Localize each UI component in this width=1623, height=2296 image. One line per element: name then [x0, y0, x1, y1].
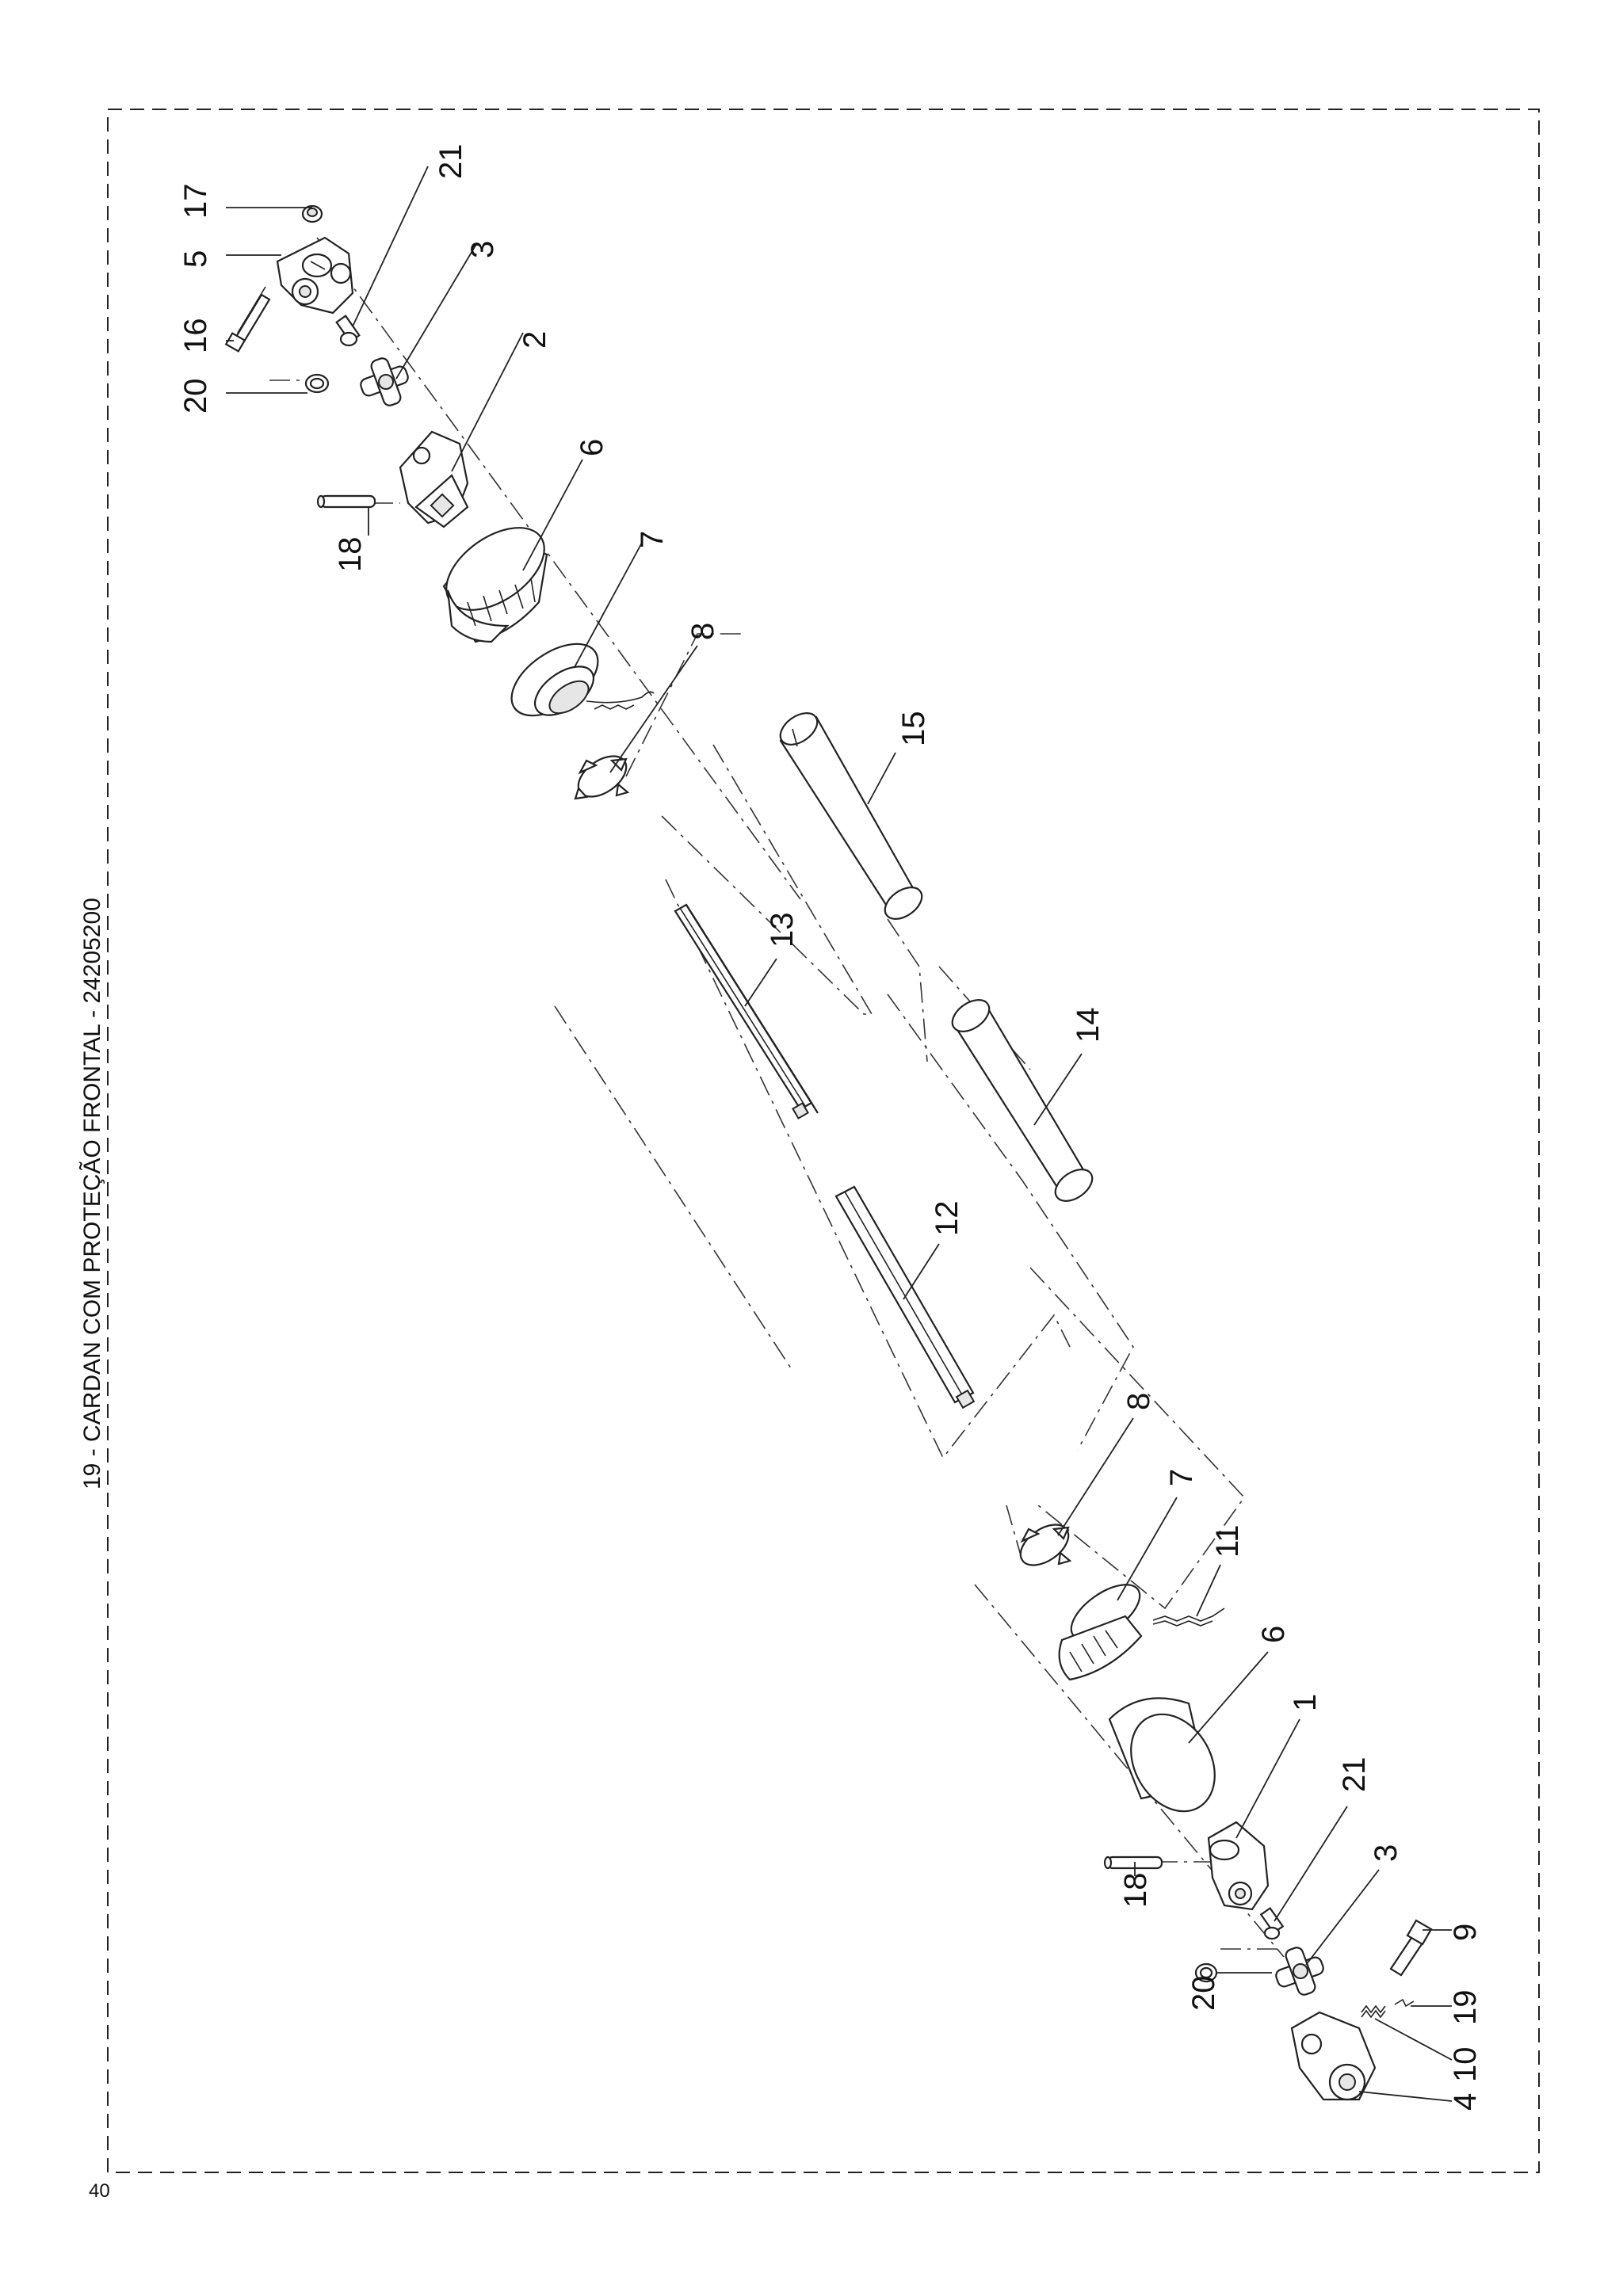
callout-5-top: 5 [178, 250, 213, 268]
profile-tube-12 [834, 1185, 976, 1409]
callout-4: 4 [1448, 2093, 1483, 2111]
callout-17-top: 17 [178, 184, 213, 219]
shield-cone-6-top [442, 527, 548, 643]
callout-9: 9 [1448, 1924, 1483, 1941]
locking-pin-9 [1389, 1919, 1433, 1977]
callout-14: 14 [1071, 1008, 1106, 1043]
circlip-20 [304, 373, 330, 394]
callout-6-top: 6 [575, 439, 609, 456]
callout-3-top: 3 [465, 241, 500, 258]
callout-21-bottom: 21 [1337, 1757, 1372, 1793]
callout-19: 19 [1448, 1990, 1483, 2026]
callout-2-top: 2 [517, 331, 552, 349]
collar-8-top [574, 755, 630, 800]
callout-7-bottom: 7 [1164, 1469, 1199, 1486]
cross-spider-3-bottom [1275, 1947, 1324, 1996]
callout-1: 1 [1288, 1694, 1323, 1711]
roll-pin-18-bottom [1103, 1855, 1163, 1870]
bearing-ring-7-top [510, 643, 655, 717]
callout-15: 15 [896, 711, 931, 747]
diagram-title: 19 - CARDAN COM PROTEÇÃO FRONTAL - 24205… [78, 898, 105, 1489]
callout-21-top: 21 [433, 144, 468, 180]
bearing-cone-7-bottom [1058, 1584, 1143, 1681]
callout-10: 10 [1448, 2047, 1483, 2083]
quick-release-yoke-4 [1290, 2011, 1377, 2101]
grease-nipple-17 [301, 204, 323, 223]
callout-3-bottom: 3 [1369, 1844, 1403, 1862]
yoke-5 [276, 236, 354, 315]
spring-pin-19 [1394, 1998, 1415, 2008]
callout-20-bottom: 20 [1186, 1976, 1221, 2012]
outer-tube-15 [779, 712, 923, 920]
cross-spider-3 [360, 357, 409, 406]
callout-18-bottom: 18 [1118, 1873, 1153, 1909]
callout-8-top: 8 [685, 623, 720, 640]
callout-18-top: 18 [333, 537, 368, 573]
inner-profile-13 [674, 903, 819, 1119]
callout-6-bottom: 6 [1256, 1626, 1291, 1643]
safety-chain-11 [1152, 1608, 1225, 1627]
callout-8-bottom: 8 [1121, 1393, 1156, 1410]
shield-cone-6-bottom [1108, 1697, 1216, 1813]
yoke-1 [1207, 1821, 1270, 1911]
spring-10 [1361, 2004, 1386, 2019]
leader-lines [226, 166, 1453, 2102]
top-end-assembly [224, 204, 469, 528]
callout-12: 12 [930, 1201, 964, 1237]
callout-20-top: 20 [178, 379, 213, 414]
callout-16-top: 16 [178, 318, 213, 354]
outer-tube-14 [951, 999, 1094, 1202]
collar-8-bottom [1019, 1524, 1072, 1566]
callout-13: 13 [765, 913, 800, 948]
callout-11: 11 [1210, 1524, 1245, 1558]
page-number: 40 [89, 2180, 110, 2202]
callout-7-top: 7 [635, 531, 670, 548]
bolt-16 [224, 286, 271, 353]
drawing-frame [107, 109, 1540, 2173]
inner-yoke-2 [399, 430, 469, 528]
callout-labels: 17 5 16 20 21 3 2 18 6 7 8 15 13 14 12 8… [178, 144, 1483, 2111]
grease-fitting-21-bottom [1259, 1906, 1285, 1940]
roll-pin-18-top [316, 494, 376, 509]
